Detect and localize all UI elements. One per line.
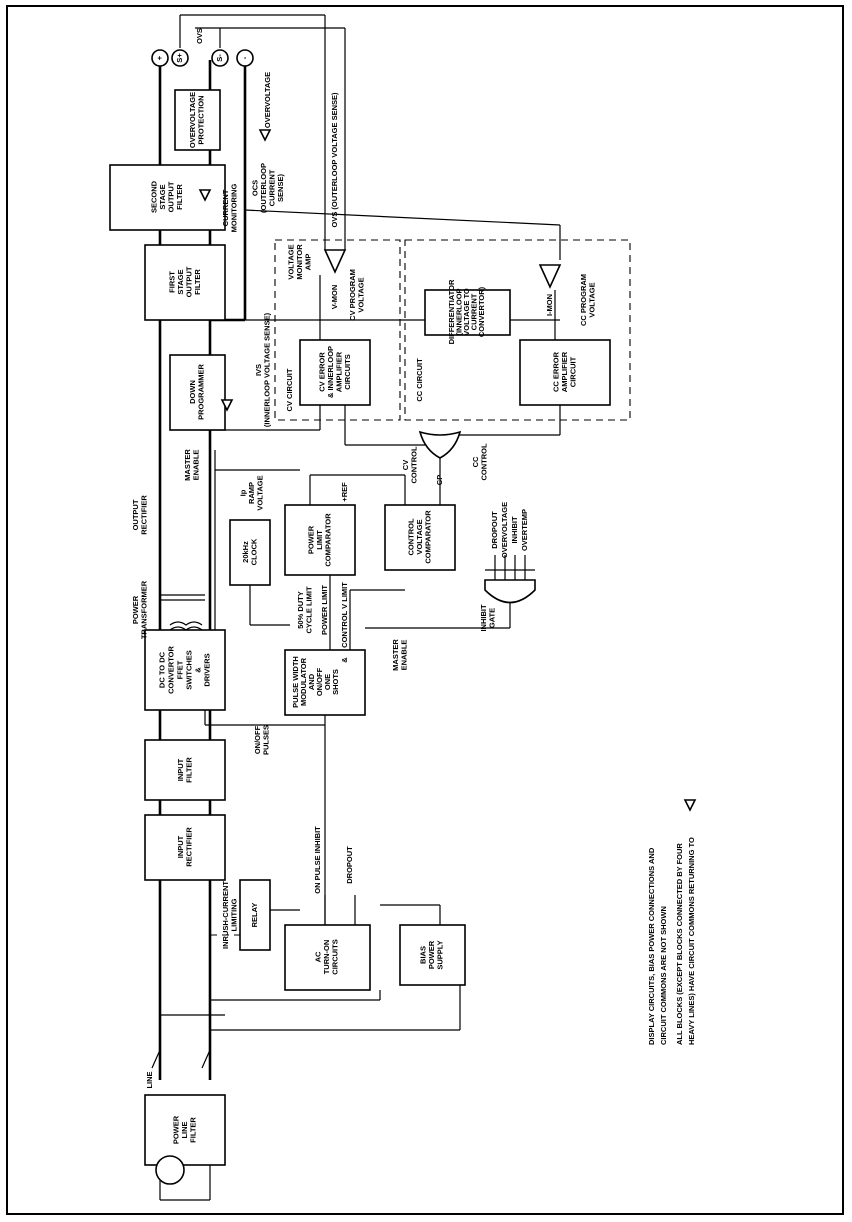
terminal-s-minus	[211, 49, 229, 67]
inhibit-gate-label: INHIBITGATE	[479, 604, 497, 632]
clock-block	[229, 519, 271, 586]
relay-label: RELAY	[250, 903, 259, 928]
first-stage-filter-label: FIRSTSTAGEOUTPUTFILTER	[167, 266, 202, 297]
power-limit-comparator-label: POWERLIMITCOMPARATOR	[306, 513, 332, 567]
first-stage-filter-block	[144, 244, 226, 321]
terminal-minus-label: -	[240, 56, 249, 59]
pwm-block	[284, 649, 366, 716]
note-line: HEAVY LINES) HAVE CIRCUIT COMMONS RETURN…	[687, 837, 696, 1045]
bias-power-supply-label: BIASPOWERSUPPLY	[418, 940, 444, 969]
dc-to-dc-label: DC TO DCCONVERTORFFETSWITCHES&DRIVERS	[157, 646, 211, 694]
down-programmer-label: DOWNPROGRAMMER	[188, 364, 206, 420]
master-enable-pwm-label: MASTERENABLE	[391, 639, 409, 671]
inhibit-inputs-label: DROPOUTOVERVOLTAGEINHIBITOVERTEMP	[490, 502, 529, 558]
on-off-pulses-label: ON/OFFPULSES	[253, 725, 271, 755]
line-label: LINE	[145, 1071, 154, 1088]
ovs-sense-label: OVS (OUTERLOOP VOLTAGE SENSE)	[330, 92, 339, 228]
control-v-limit-label: CONTROL V LIMIT	[340, 582, 349, 648]
signal-wiring	[159, 14, 561, 1201]
cv-circuit-label: CV CIRCUIT	[285, 368, 294, 411]
pwm-label: PULSE WIDTHMODULATORANDON/OFFONESHOTS	[291, 656, 340, 708]
down-programmer-block	[169, 354, 226, 431]
voltage-monitor-amp-label: VOLTAGEMONITORAMP	[286, 244, 312, 280]
dropout-label: DROPOUT	[345, 846, 354, 884]
v-mon-label: V-MON	[330, 285, 339, 310]
page-border	[6, 5, 844, 1215]
control-voltage-comparator-block	[384, 504, 456, 571]
line-switch-1	[151, 1049, 161, 1069]
ivs-label: IVS(INNERLOOP VOLTAGE SENSE)	[254, 312, 272, 427]
i-mon-label: I-MON	[545, 294, 554, 316]
note-line: ALL BLOCKS (EXCEPT BLOCKS CONNECTED BY F…	[675, 843, 684, 1045]
input-rectifier-label: INPUTRECTIFIER	[176, 827, 194, 867]
ac-turn-on-block	[284, 924, 371, 991]
common-return-icon	[258, 129, 272, 142]
current-monitoring-label: CURRENTMONITORING	[221, 184, 239, 233]
common-return-icon	[198, 189, 212, 202]
terminal-s-plus-label: S+	[175, 53, 184, 63]
cp-label: CP	[435, 475, 444, 485]
control-voltage-comparator-label: CONTROLVOLTAGECOMPARATOR	[406, 510, 432, 564]
on-pulse-inhibit-label: ON PULSE INHIBIT	[313, 826, 322, 894]
transformer-coil-icon	[160, 594, 205, 631]
terminal-s-plus	[171, 49, 189, 67]
cv-program-voltage-label: CV PROGRAMVOLTAGE	[348, 269, 366, 321]
differentiator-label: DIFFERENTIATOR(INNERLOOPVOLTAGE TOCURREN…	[447, 279, 486, 344]
overvoltage-protection-block	[174, 89, 221, 151]
differentiator-block	[424, 289, 511, 336]
cv-error-amp-label: CV ERROR& INNERLOOPAMPLIFIERCIRCUITS	[317, 346, 352, 398]
note-line: CIRCUIT COMMONS ARE NOT SHOWN	[659, 906, 668, 1045]
cc-circuit-label: CC CIRCUIT	[415, 358, 424, 402]
inrush-label: INRUSH-CURRENTLIMITING	[221, 881, 239, 949]
cv-error-amp-block	[299, 339, 371, 406]
note-line: DISPLAY CIRCUITS, BIAS POWER CONNECTIONS…	[647, 847, 656, 1045]
ac-turn-on-label: ACTURN-ONCIRCUITS	[313, 939, 339, 974]
common-return-icon	[220, 399, 234, 412]
cv-circuit-region	[274, 239, 401, 421]
clock-label: 20kHzCLOCK	[241, 538, 259, 565]
terminal-plus	[151, 49, 169, 67]
or-gate-symbol	[418, 430, 462, 459]
dc-to-dc-block	[144, 629, 226, 711]
terminal-s-minus-label: S-	[215, 54, 224, 62]
voltage-monitor-amp-symbol	[323, 249, 347, 274]
ocs-label: OCS(OUTERLOOPCURRENTSENSE)	[250, 163, 285, 213]
bias-power-supply-block	[399, 924, 466, 986]
duty-cycle-limit-label: 50% DUTYCYCLE LIMIT	[296, 586, 314, 633]
cc-error-amp-block	[519, 339, 611, 406]
power-limit-comparator-block	[284, 504, 356, 576]
common-return-icon	[683, 799, 697, 812]
cv-control-label: CVCONTROL	[401, 446, 419, 483]
power-limit-label: POWER LIMIT	[320, 585, 329, 635]
input-filter-label: INPUTFILTER	[176, 757, 194, 783]
input-filter-block	[144, 739, 226, 801]
input-rectifier-block	[144, 814, 226, 881]
master-enable-label: MASTERENABLE	[183, 449, 201, 481]
overvoltage-protection-label: OVERVOLTAGEPROTECTION	[188, 92, 206, 148]
power-transformer-label: POWERTRANSFORMER	[131, 580, 149, 639]
overvoltage-out-label: OVERVOLTAGE	[263, 72, 272, 128]
ip-ramp-voltage-label: IpRAMPVOLTAGE	[238, 475, 264, 510]
terminal-plus-label: +	[155, 55, 164, 60]
cc-program-voltage-label: CC PROGRAMVOLTAGE	[579, 274, 597, 326]
cc-error-amp-label: CC ERRORAMPLIFIERCIRCUIT	[551, 351, 577, 392]
power-line-filter-block	[144, 1094, 226, 1166]
output-rectifier-label: OUTPUTRECTIFIER	[131, 495, 149, 535]
relay-block	[239, 879, 271, 951]
ref-label: +REF	[340, 482, 349, 502]
ovs-top-label: OVS	[195, 28, 204, 44]
second-stage-filter-label: SECONDSTAGEOUTPUTFILTER	[149, 180, 184, 213]
pwm-amp-label: &	[340, 657, 349, 663]
power-line-filter-label: POWERLINEFILTER	[171, 1115, 197, 1144]
line-switch-2	[201, 1049, 211, 1069]
cc-control-label: CCCONTROL	[471, 443, 489, 480]
inhibit-gate-symbol	[484, 579, 536, 604]
ac-plug-icon	[155, 1155, 185, 1185]
terminal-minus	[236, 49, 254, 67]
current-monitor-amp-symbol	[538, 264, 562, 289]
cc-circuit-region	[404, 239, 631, 421]
